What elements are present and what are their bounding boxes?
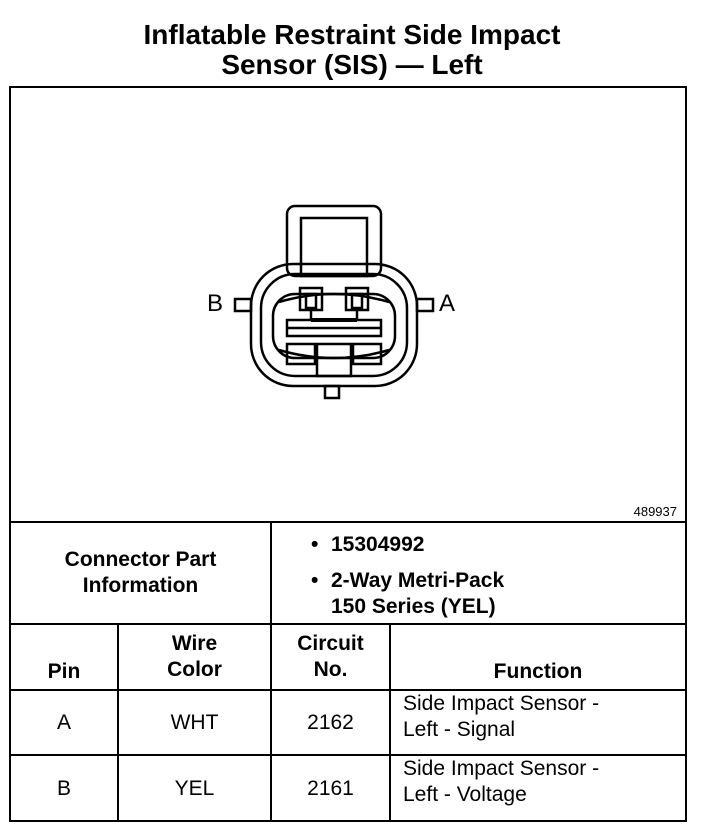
row-b-pin: B: [56, 777, 71, 800]
connector-info-label: Connector Part Information: [11, 523, 270, 623]
part-number-item: • 15304992: [303, 532, 504, 558]
header-wire-color-line-2: Color: [167, 658, 222, 681]
row-b-function-line-1: Side Impact Sensor -: [403, 757, 600, 780]
row-a-circuit: 2162: [307, 710, 354, 734]
row-b-function-line-2: Left - Voltage: [403, 783, 527, 806]
connector-type-item: • 2-Way Metri-Pack 150 Series (YEL): [303, 568, 504, 620]
header-function: Function: [493, 660, 583, 683]
row-b-circuit: 2161: [307, 777, 354, 800]
divider-table-header: [11, 689, 685, 691]
connector-type-line-2: 150 Series (YEL): [331, 595, 496, 618]
header-circuit: Circuit No.: [272, 625, 389, 689]
row-a-function-line-1: Side Impact Sensor -: [403, 692, 600, 715]
connector-type-line-1: 2-Way Metri-Pack: [331, 569, 505, 592]
connector-info-values: • 15304992 • 2-Way Metri-Pack 150 Series…: [303, 532, 504, 620]
part-number: 15304992: [331, 533, 425, 556]
header-circuit-line-2: No.: [313, 658, 348, 681]
row-a-function-line-2: Left - Signal: [403, 718, 516, 741]
document-title: Inflatable Restraint Side Impact Sensor …: [0, 20, 704, 80]
figure-number: 489937: [633, 504, 677, 519]
connector-frame: B A 489937 Connector Part Information • …: [9, 86, 687, 822]
header-wire-color-line-1: Wire: [171, 632, 218, 655]
header-wire-color: Wire Color: [119, 625, 270, 689]
header-pin: Pin: [47, 660, 81, 683]
connector-figure: B A 489937: [11, 88, 685, 523]
row-a-wire: WHT: [170, 710, 219, 734]
row-a-pin: A: [56, 710, 71, 734]
title-line-2: Sensor (SIS) — Left: [221, 49, 483, 80]
connector-drawing-icon: [233, 204, 435, 400]
divider-col-wire: [117, 623, 119, 822]
row-b-wire: YEL: [174, 777, 215, 800]
header-circuit-line-1: Circuit: [297, 632, 364, 655]
divider-col-circuit: [270, 521, 272, 822]
connector-info-label-line-2: Information: [82, 574, 199, 597]
title-line-1: Inflatable Restraint Side Impact: [143, 19, 561, 50]
connector-info-label-line-1: Connector Part: [64, 548, 217, 571]
bullet: •: [311, 569, 319, 592]
divider-col-function: [389, 623, 391, 822]
divider-figure: [11, 521, 685, 523]
row-a-function: Side Impact Sensor - Left - Signal: [391, 691, 685, 754]
bullet: •: [311, 533, 319, 556]
divider-row-1: [11, 754, 685, 756]
pin-label-a: A: [439, 290, 456, 317]
row-b-function: Side Impact Sensor - Left - Voltage: [391, 756, 685, 822]
divider-connector-info: [11, 623, 685, 625]
pin-label-b: B: [207, 290, 224, 317]
